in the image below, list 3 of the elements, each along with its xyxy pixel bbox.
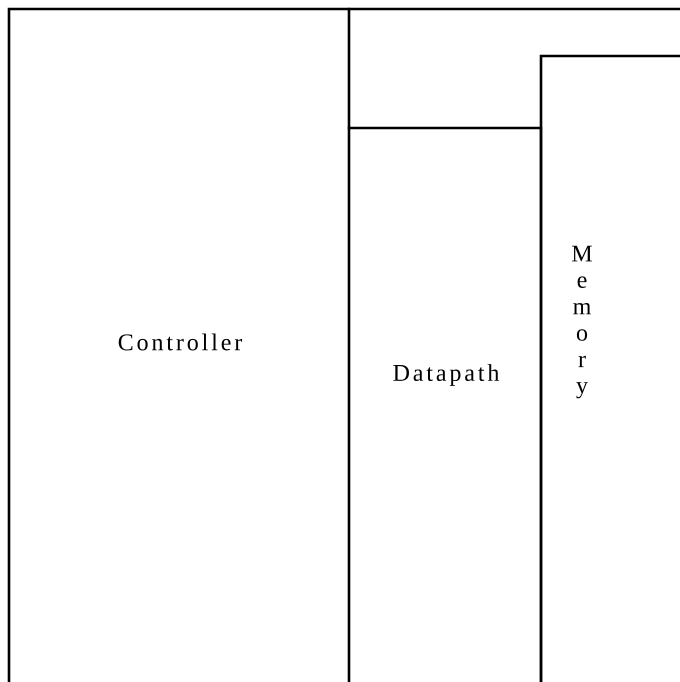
datapath-box: Datapath <box>348 126 542 682</box>
memory-box: Memory <box>540 54 680 682</box>
controller-box: Controller <box>8 8 350 682</box>
